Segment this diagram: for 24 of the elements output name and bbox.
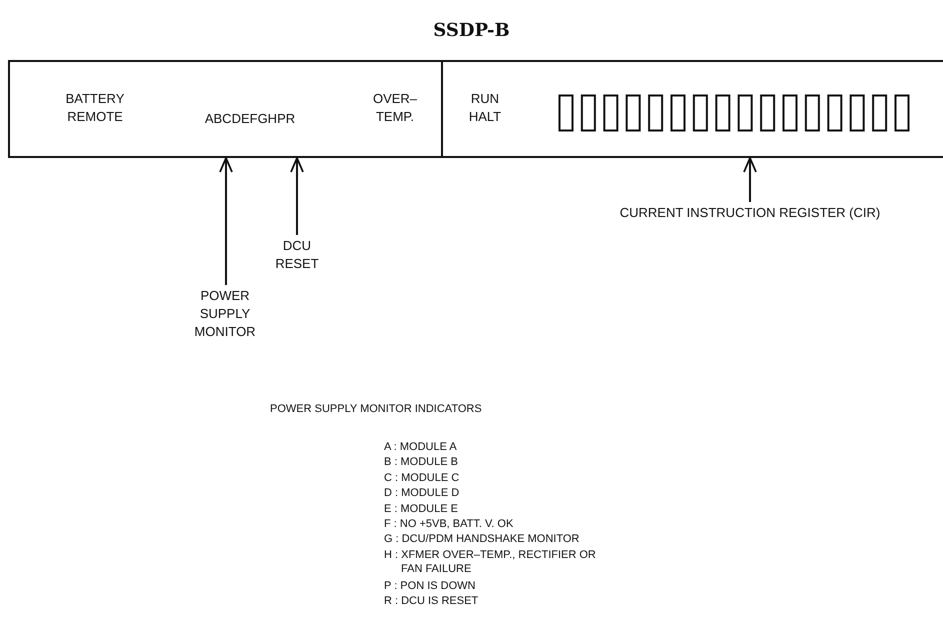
indicator-letters: ABCDEFGHPR — [204, 110, 296, 128]
diagram-title: SSDP-B — [432, 20, 511, 41]
indicator-definition: G : DCU/PDM HANDSHAKE MONITOR — [384, 532, 580, 546]
indicator-definition: B : MODULE B — [384, 455, 458, 470]
indicator-definition: A : MODULE A — [384, 440, 457, 454]
indicator-definition: E : MODULE E — [384, 502, 458, 516]
register-display-section — [441, 60, 943, 158]
indicator-definition: F : NO +5VB, BATT. V. OK — [384, 517, 514, 531]
indicator-definition: C : MODULE C — [384, 470, 460, 485]
callout-text: CURRENT INSTRUCTION REGISTER (CIR) — [618, 204, 882, 222]
indicator-definition: D : MODULE D — [384, 486, 460, 500]
leader-arrow — [219, 157, 233, 285]
indicator-definition: R : DCU IS RESET — [384, 594, 478, 608]
panel-label: RUN HALT — [468, 90, 502, 126]
panel-label: BATTERY REMOTE — [64, 90, 126, 126]
panel-label: OVER– TEMP. — [372, 90, 418, 126]
callout-text: DCU RESET — [274, 237, 320, 273]
indicator-definition: P : PON IS DOWN — [384, 578, 476, 593]
leader-arrow — [290, 157, 304, 235]
legend-heading: POWER SUPPLY MONITOR INDICATORS — [270, 402, 482, 416]
front-panel-section — [8, 60, 443, 158]
callout-text: POWER SUPPLY MONITOR — [193, 287, 257, 341]
indicator-definition: H : XFMER OVER–TEMP., RECTIFIER OR FAN FAILURE — [384, 548, 597, 576]
leader-arrow — [743, 157, 757, 202]
